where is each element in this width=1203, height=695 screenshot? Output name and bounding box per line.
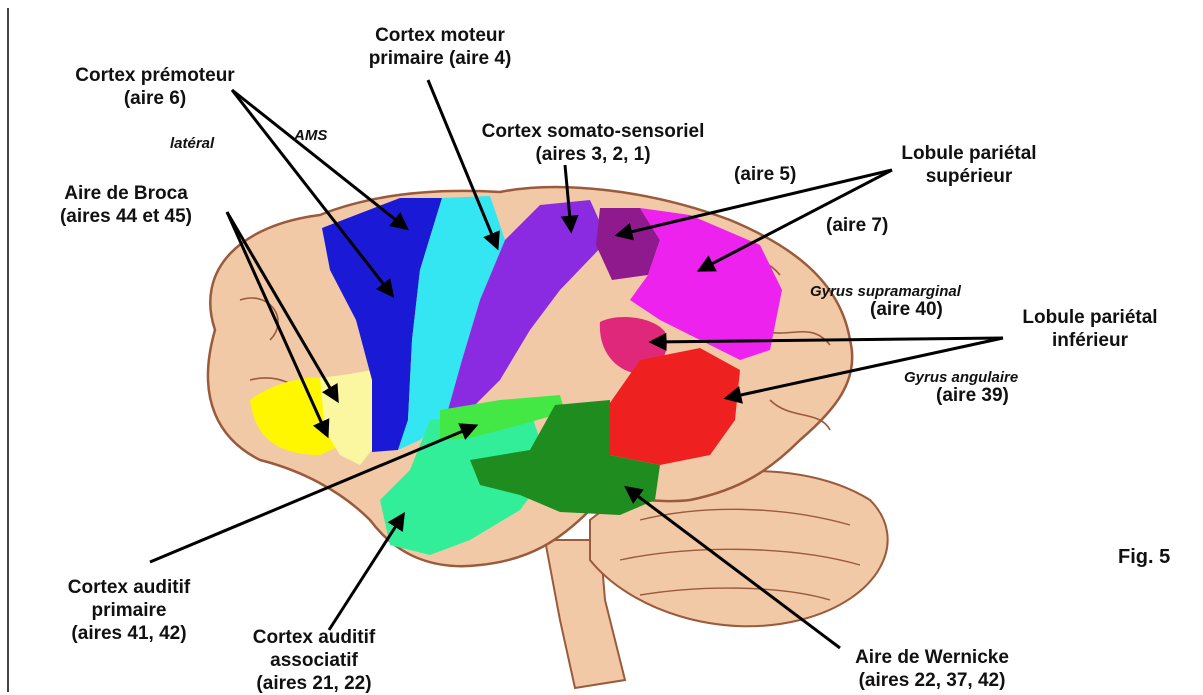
label-aire5: (aire 5): [734, 163, 796, 186]
label-ams: AMS: [294, 124, 327, 147]
label-aire40: (aire 40): [870, 298, 943, 321]
label-premotor: Cortex prémoteur(aire 6): [40, 64, 270, 110]
label-wernicke: Aire de Wernicke(aires 22, 37, 42): [822, 646, 1042, 692]
figure-label: Fig. 5: [1118, 546, 1170, 569]
arrow-premotor-1: [232, 90, 406, 228]
label-lateral: latéral: [170, 132, 214, 155]
label-somato: Cortex somato-sensoriel(aires 3, 2, 1): [458, 120, 728, 166]
label-aire39: (aire 39): [936, 384, 1009, 407]
label-broca: Aire de Broca(aires 44 et 45): [26, 182, 226, 228]
label-aire7: (aire 7): [826, 214, 888, 237]
arrow-aud-assoc: [329, 515, 403, 630]
